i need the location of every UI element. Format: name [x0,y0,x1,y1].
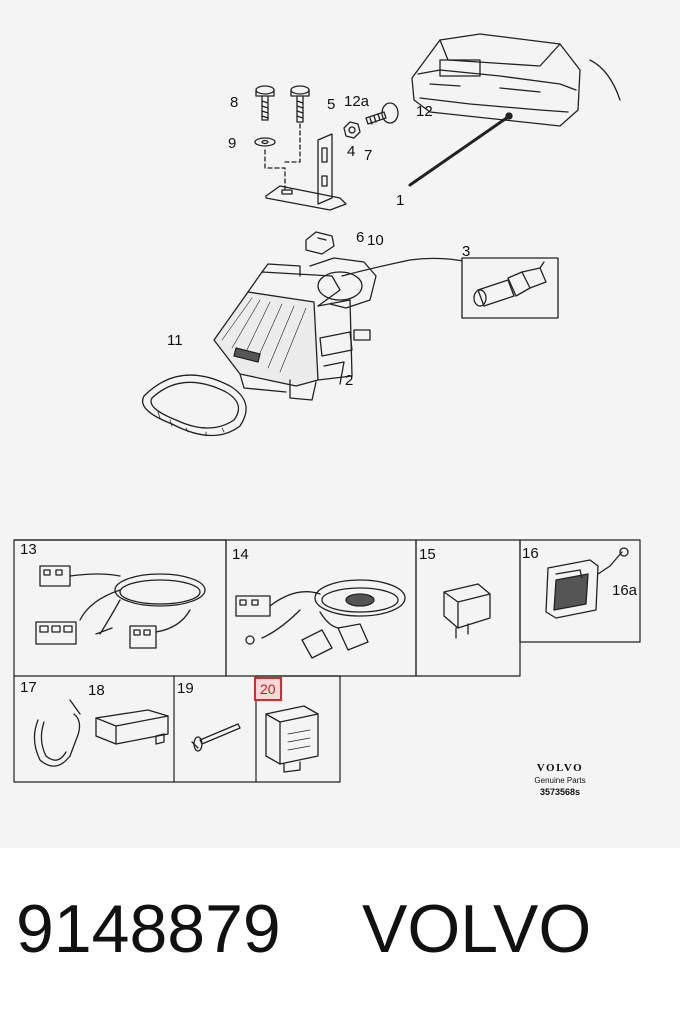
module-18 [95,709,169,745]
callout-8: 8 [230,94,239,111]
clamp-17 [33,699,81,767]
callout-12a: 12a [344,93,370,110]
callout-15: 15 [419,546,436,563]
relay-20 [265,705,319,773]
exploded-parts-diagram: 8 5 12a 12 9 4 7 1 6 10 3 11 2 13 14 15 … [0,0,680,848]
rivet-19 [191,723,241,752]
callout-10: 10 [367,232,384,249]
harness-14 [235,579,406,659]
volvo-logo-text: VOLVO [536,762,584,774]
diagram-drawing [13,33,641,783]
callout-20-highlighted: 20 [254,677,282,701]
footer [0,848,680,1018]
callout-16a: 16a [612,582,638,599]
screw-5 [290,85,310,123]
screw-8 [255,85,275,121]
callout-13: 13 [20,541,37,558]
bulb-3 [461,257,559,319]
nut-12a [343,121,361,139]
callout-5: 5 [327,96,336,113]
callout-2: 2 [345,372,354,389]
callout-6: 6 [356,229,365,246]
bulb-cable [341,257,469,277]
leader-line [408,115,510,187]
relay-15 [443,583,491,639]
callout-11: 11 [167,332,183,349]
part-number: 9148879 [16,891,281,967]
callout-7: 7 [364,147,373,164]
bracket-4 [265,133,347,211]
car-front-drawing [411,33,621,127]
callout-4: 4 [347,143,356,160]
switch-16 [545,547,629,619]
harness-13 [35,565,206,649]
callout-14: 14 [232,546,249,563]
callout-1: 1 [396,192,405,209]
brand-block: VOLVO Genuine Parts 3573568s [510,762,610,797]
callout-12: 12 [416,103,433,120]
gasket-ring-11 [142,374,247,437]
kit-frame-lines [13,539,641,783]
part-brand: VOLVO [362,891,592,967]
callout-3: 3 [462,243,471,260]
callout-17: 17 [20,679,37,696]
callout-9: 9 [228,135,237,152]
bolt-12 [365,102,399,125]
callout-19: 19 [177,680,194,697]
fog-lamp-assembly [213,257,377,401]
clip-6 [305,231,335,255]
washer-9 [254,137,276,147]
callout-18: 18 [88,682,105,699]
diagram-code: 3573568s [539,787,581,797]
genuine-parts-text: Genuine Parts [534,776,586,785]
callout-16: 16 [522,545,539,562]
